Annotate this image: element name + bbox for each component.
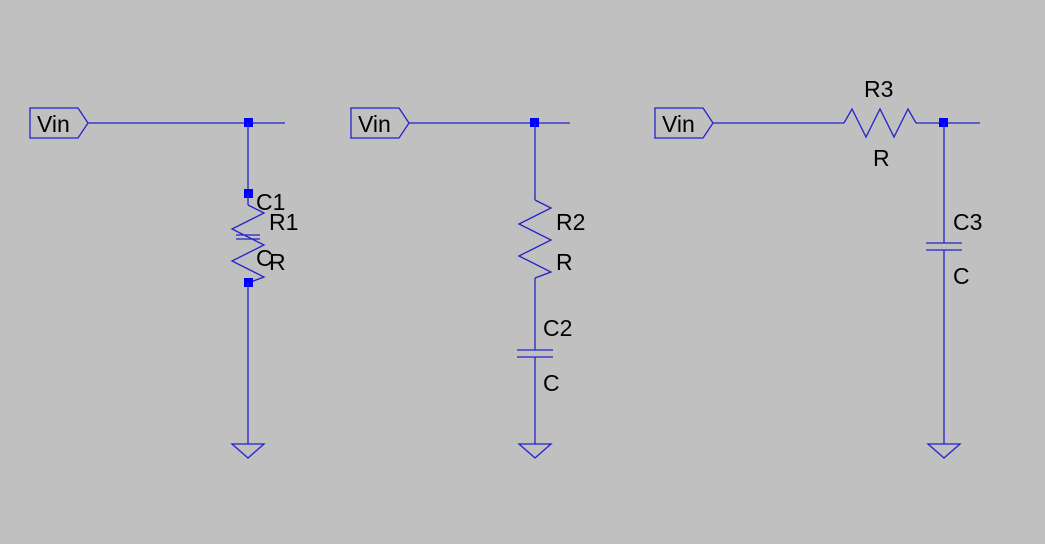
vin-port-1-label: Vin <box>37 111 70 137</box>
circuit-1: Vin C1 R1 C R <box>29 107 298 459</box>
vin-port-1[interactable] <box>29 107 89 139</box>
ground-symbol-1 <box>230 443 266 459</box>
ground-symbol-2 <box>517 443 553 459</box>
junction-1 <box>244 118 253 127</box>
vin-port-3[interactable] <box>654 107 714 139</box>
junction-3 <box>939 118 948 127</box>
resistor-r2[interactable] <box>517 199 553 279</box>
c2-value: C <box>543 370 560 396</box>
c1-name: C1 <box>256 189 285 215</box>
r1-name: R1 <box>269 209 298 235</box>
r2-name: R2 <box>556 209 585 235</box>
c2-name: C2 <box>543 315 572 341</box>
r3-value: R <box>873 145 890 171</box>
circuit-2: Vin R2 R C2 C <box>350 107 585 459</box>
ground-symbol-3 <box>926 443 962 459</box>
r2-value: R <box>556 249 573 275</box>
r1-value: R <box>269 249 286 275</box>
c3-value: C <box>953 263 970 289</box>
c1-value: C <box>256 245 273 271</box>
resistor-r1[interactable] <box>230 204 266 284</box>
c1-pin-bottom <box>244 278 253 287</box>
c3-name: C3 <box>953 209 982 235</box>
resistor-r3[interactable] <box>843 107 917 139</box>
vin-port-2[interactable] <box>350 107 410 139</box>
vin-port-3-label: Vin <box>662 111 695 137</box>
circuit-3: Vin R3 R C3 C <box>654 76 982 459</box>
junction-2 <box>530 118 539 127</box>
r3-name: R3 <box>864 76 893 102</box>
vin-port-2-label: Vin <box>358 111 391 137</box>
